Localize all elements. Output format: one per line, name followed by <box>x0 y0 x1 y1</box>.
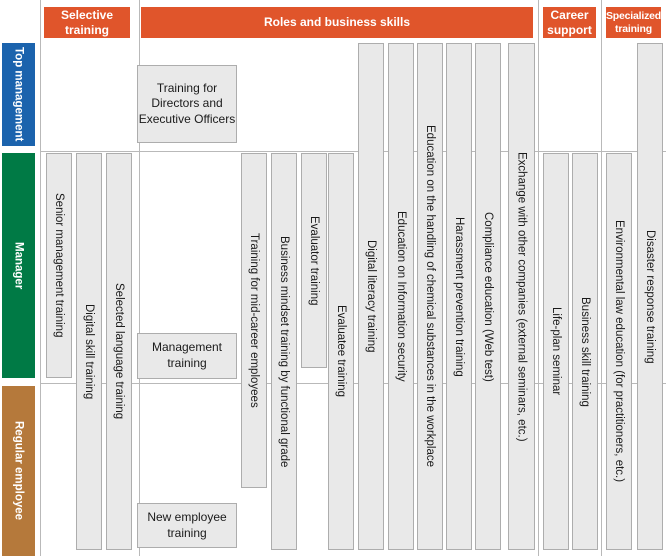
bar-harassment-prevention-training: Harassment prevention training <box>446 43 472 550</box>
bar-evaluatee-training: Evaluatee training <box>328 153 354 550</box>
divider-vertical-career <box>538 0 539 556</box>
bar-information-security-education: Education on Information security <box>388 43 414 550</box>
box-management-training: Management training <box>137 333 237 379</box>
bar-disaster-response-training: Disaster response training <box>637 43 663 550</box>
bar-digital-literacy-training: Digital literacy training <box>358 43 384 550</box>
bar-business-skill-training: Business skill training <box>572 153 598 550</box>
divider-vertical-specialized <box>601 0 602 556</box>
divider-top-manager <box>40 151 666 152</box>
header-specialized-training: Specialized training <box>606 7 661 38</box>
header-career-support: Career support <box>543 7 596 38</box>
bar-compliance-education: Compliance education (Web test) <box>475 43 501 550</box>
bar-evaluator-training: Evaluator training <box>301 153 327 368</box>
bar-selected-language-training: Selected language training <box>106 153 132 550</box>
box-directors-executive-training: Training for Directors and Executive Off… <box>137 65 237 143</box>
divider-vertical-left <box>40 0 41 556</box>
bar-exchange-other-companies: Exchange with other companies (external … <box>508 43 535 550</box>
header-selective-training: Selective training <box>44 7 130 38</box>
divider-vertical-roles <box>139 0 140 556</box>
bar-digital-skill-training: Digital skill training <box>76 153 102 550</box>
box-new-employee-training: New employee training <box>137 503 237 548</box>
band-regular-employee: Regular employee <box>2 386 35 556</box>
band-manager: Manager <box>2 153 35 378</box>
header-roles-business-skills: Roles and business skills <box>141 7 533 38</box>
bar-environmental-law-education: Environmental law education (for practit… <box>606 153 632 550</box>
bar-senior-management-training: Senior management training <box>46 153 72 378</box>
band-top-management: Top management <box>2 43 35 146</box>
bar-chemical-substances-education: Education on the handling of chemical su… <box>417 43 443 550</box>
bar-life-plan-seminar: Life-plan seminar <box>543 153 569 550</box>
bar-mid-career-training: Training for mid-career employees <box>241 153 267 488</box>
bar-business-mindset-training: Business mindset training by functional … <box>271 153 297 550</box>
